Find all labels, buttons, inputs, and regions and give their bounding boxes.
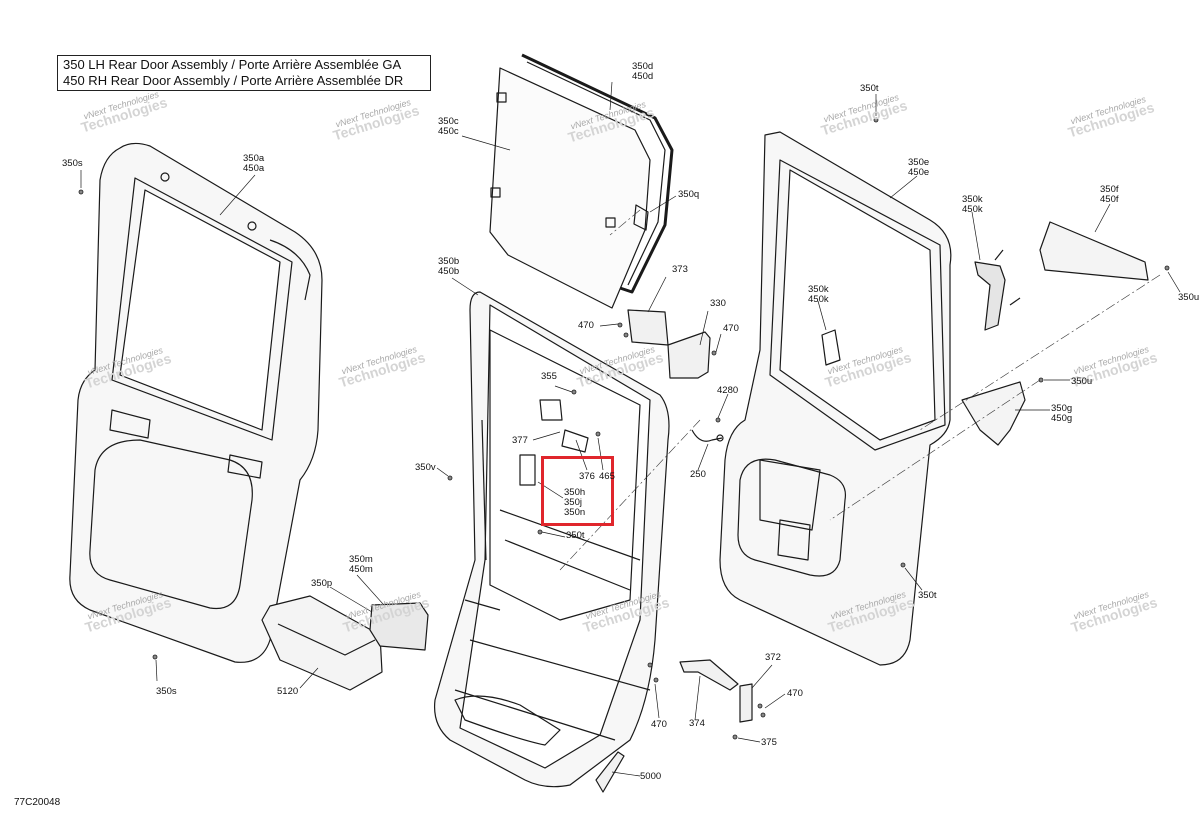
callout-label: 350p xyxy=(311,578,333,589)
bracket-330 xyxy=(667,331,711,379)
callout-label: 350a xyxy=(243,153,265,164)
callout-label: 376 xyxy=(579,471,595,482)
callout-label: 350k xyxy=(962,194,983,205)
callout-label: 470 xyxy=(723,323,739,334)
callout-label: 350m xyxy=(349,554,373,565)
callout-label: 350t xyxy=(918,590,937,601)
callout-label: 350t xyxy=(566,530,585,541)
callout-label: 5000 xyxy=(640,771,662,782)
diagram-title-box: 350 LH Rear Door Assembly / Porte Arrièr… xyxy=(57,55,431,91)
corner-bracket xyxy=(961,381,1026,446)
callout-label: 373 xyxy=(672,264,688,275)
callout-label: 350s xyxy=(62,158,83,169)
callout-label: 470 xyxy=(651,719,667,730)
callout-label: 350u xyxy=(1178,292,1200,303)
callout-label: 374 xyxy=(689,718,705,729)
callout-label: 4280 xyxy=(717,385,739,396)
trim-plate xyxy=(1039,221,1149,281)
highlighted-callout-group xyxy=(541,456,614,526)
plate-373 xyxy=(627,309,669,346)
middle-door-frame xyxy=(433,291,670,788)
callout-label: 450a xyxy=(243,163,265,174)
callout-label: 355 xyxy=(541,371,557,382)
door-handle-part xyxy=(974,261,1006,331)
callout-label: 470 xyxy=(578,320,594,331)
callout-label: 450f xyxy=(1100,194,1119,205)
callout-label: 377 xyxy=(512,435,528,446)
door-latch-handle xyxy=(369,602,429,651)
callout-label: 350b xyxy=(438,256,460,267)
callout-label: 350k xyxy=(808,284,829,295)
cable-250 xyxy=(691,429,723,442)
right-door-panel xyxy=(719,131,952,666)
callout-label: 330 xyxy=(710,298,726,309)
fasteners xyxy=(78,117,1170,740)
callout-label: 350g xyxy=(1051,403,1073,414)
title-line-lh: 350 LH Rear Door Assembly / Porte Arrièr… xyxy=(63,57,402,72)
callout-label: 450b xyxy=(438,266,460,277)
callout-label: 350t xyxy=(860,83,879,94)
callout-label: 450k xyxy=(808,294,829,305)
window-glass-panel xyxy=(489,67,651,309)
title-line-rh: 450 RH Rear Door Assembly / Porte Arrièr… xyxy=(63,73,404,88)
bracket-374 xyxy=(679,659,739,691)
callout-label: 350q xyxy=(678,189,700,200)
callout-label: 450c xyxy=(438,126,459,137)
callout-label: 375 xyxy=(761,737,777,748)
left-door-panel xyxy=(69,142,323,663)
storage-cover xyxy=(261,595,383,691)
callout-label: 350h xyxy=(564,487,586,498)
callout-label: 350d xyxy=(632,61,654,72)
callout-label: 450g xyxy=(1051,413,1073,424)
callout-label: 470 xyxy=(787,688,803,699)
callout-label: 450m xyxy=(349,564,373,575)
callout-label: 350n xyxy=(564,507,586,518)
bracket-372 xyxy=(739,683,753,723)
callout-label: 5120 xyxy=(277,686,299,697)
leader-lines xyxy=(80,81,1181,777)
callout-label: 250 xyxy=(690,469,706,480)
callout-label: 350s xyxy=(156,686,177,697)
callout-label: 350u xyxy=(1071,376,1093,387)
callout-label: 450d xyxy=(632,71,654,82)
callout-label: 350v xyxy=(415,462,436,473)
alignment-lines xyxy=(559,209,1161,571)
callout-label: 372 xyxy=(765,652,781,663)
callout-label: 350j xyxy=(564,497,582,508)
diagram-reference-code: 77C20048 xyxy=(14,797,61,808)
callout-label: 465 xyxy=(599,471,615,482)
window-seal-frame xyxy=(521,53,674,294)
callout-label: 450k xyxy=(962,204,983,215)
callout-label: 350e xyxy=(908,157,930,168)
callout-label: 350c xyxy=(438,116,459,127)
callout-label: 350f xyxy=(1100,184,1119,195)
callout-label: 450e xyxy=(908,167,930,178)
clip-5000 xyxy=(595,751,625,793)
